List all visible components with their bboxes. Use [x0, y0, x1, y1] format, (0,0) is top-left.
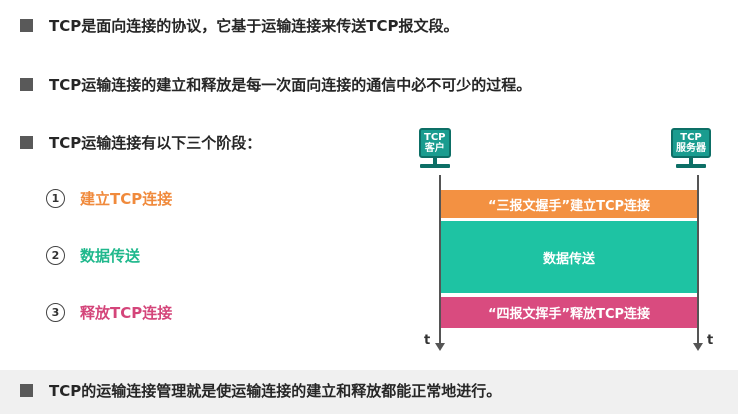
bottom-bar — [0, 370, 738, 414]
server-arrow-icon — [693, 343, 703, 351]
step-number: 1 — [46, 189, 65, 208]
bullet-square — [20, 384, 33, 397]
client-screen: TCP 客户 — [419, 128, 451, 158]
bullet-square — [20, 78, 33, 91]
bullet-4: TCP的运输连接管理就是使运输连接的建立和释放都能正常地进行。 — [20, 380, 501, 401]
time-label-right: t — [707, 333, 714, 348]
bullet-2: TCP运输连接的建立和释放是每一次面向连接的通信中必不可少的过程。 — [20, 74, 531, 95]
client-arrow-icon — [435, 343, 445, 351]
tcp-client-icon: TCP 客户 — [419, 128, 451, 168]
bullet-1: TCP是面向连接的协议，它基于运输连接来传送TCP报文段。 — [20, 15, 458, 36]
phase-establish: “三报文握手”建立TCP连接 — [441, 190, 697, 218]
bullet-square — [20, 19, 33, 32]
phase-release: “四报文挥手”释放TCP连接 — [441, 297, 697, 328]
time-label-left: t — [424, 333, 431, 348]
bullet-text: TCP运输连接的建立和释放是每一次面向连接的通信中必不可少的过程。 — [49, 76, 532, 94]
step-label: 建立TCP连接 — [80, 190, 173, 208]
step-3: 3 释放TCP连接 — [46, 302, 172, 323]
tcp-server-icon: TCP 服务器 — [671, 128, 711, 168]
step-label: 释放TCP连接 — [80, 304, 173, 322]
step-2: 2 数据传送 — [46, 245, 140, 266]
server-line1: TCP — [680, 132, 702, 143]
bullet-square — [20, 136, 33, 149]
server-base — [676, 164, 706, 168]
bullet-text: TCP是面向连接的协议，它基于运输连接来传送TCP报文段。 — [49, 17, 459, 35]
step-number: 3 — [46, 303, 65, 322]
server-screen: TCP 服务器 — [671, 128, 711, 158]
step-1: 1 建立TCP连接 — [46, 188, 172, 209]
bullet-text: TCP运输连接有以下三个阶段： — [49, 134, 262, 152]
bullet-3: TCP运输连接有以下三个阶段： — [20, 132, 261, 153]
client-stem — [432, 158, 437, 164]
server-stem — [689, 158, 693, 164]
client-line2: 客户 — [424, 143, 445, 154]
phase-data-transfer: 数据传送 — [441, 221, 697, 293]
server-timeline — [697, 175, 699, 345]
step-label: 数据传送 — [80, 247, 141, 265]
client-line1: TCP — [424, 132, 446, 143]
client-base — [419, 164, 450, 168]
step-number: 2 — [46, 246, 65, 265]
client-timeline — [439, 175, 441, 345]
bullet-text: TCP的运输连接管理就是使运输连接的建立和释放都能正常地进行。 — [49, 382, 502, 400]
server-line2: 服务器 — [676, 143, 706, 154]
